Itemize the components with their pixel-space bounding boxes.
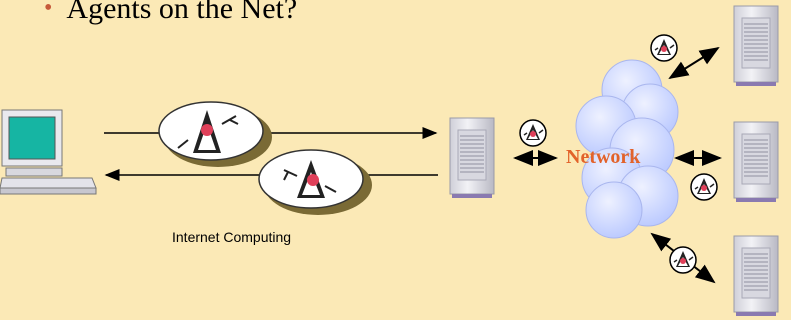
server-icon <box>733 5 779 87</box>
network-cloud-icon <box>575 59 679 239</box>
computer-icon <box>0 109 97 195</box>
bullet-text: Agents on the Net? <box>66 0 298 25</box>
bullet-dot-icon: • <box>44 0 53 21</box>
bullet-item: • Agents on the Net? <box>44 0 297 26</box>
agent-icon <box>669 246 697 274</box>
agent-icon <box>258 149 372 215</box>
agent-icon <box>519 119 547 147</box>
server-icon <box>733 235 779 317</box>
agent-icon <box>158 101 272 167</box>
server-icon <box>449 117 495 199</box>
server-icon <box>733 121 779 203</box>
agent-icon <box>690 173 718 201</box>
network-label: Network <box>566 146 641 168</box>
agent-icon <box>650 34 678 62</box>
diagram-caption: Internet Computing <box>172 229 292 245</box>
